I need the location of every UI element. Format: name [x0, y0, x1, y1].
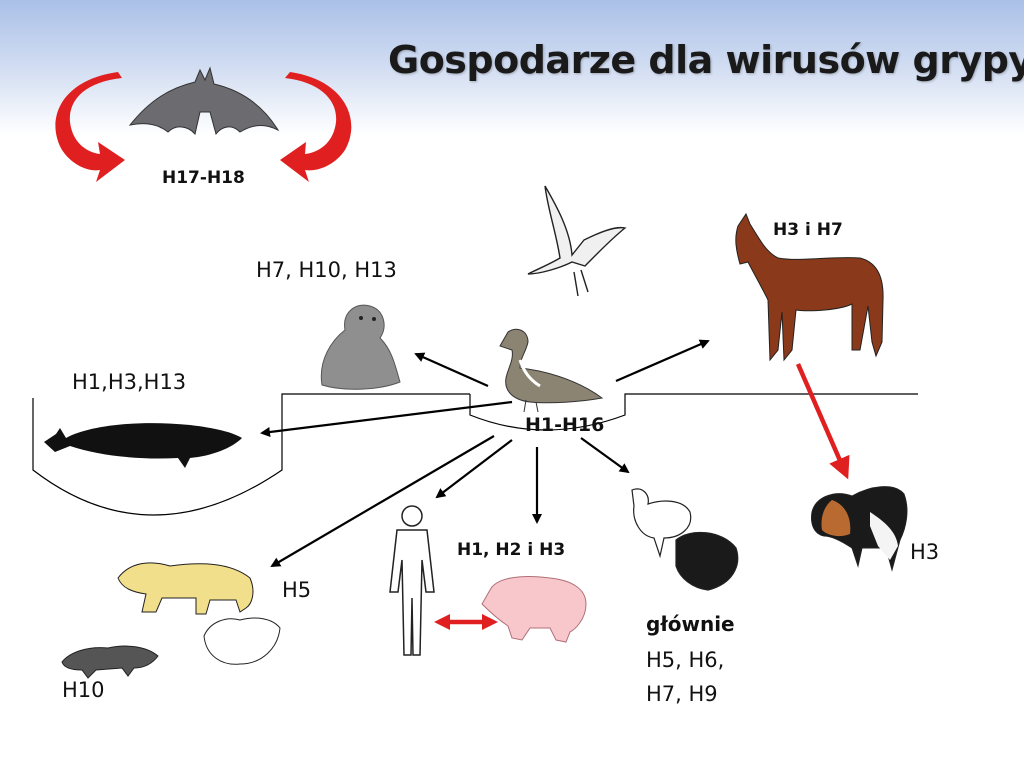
- horse-host-label: H3 i H7: [773, 220, 843, 240]
- bat-icon: [128, 66, 280, 136]
- ferret-icon: [61, 645, 159, 679]
- human-icon: [389, 505, 435, 656]
- poultry-host-label-line2: H7, H9: [646, 682, 718, 706]
- duck-host-label: H1-H16: [525, 414, 605, 436]
- dog-icon: [811, 486, 908, 572]
- cat-icon: [203, 617, 281, 665]
- red-arrows: [434, 363, 850, 630]
- poultry-host-label-title: głównie: [646, 612, 735, 636]
- seagull-icon: [527, 185, 627, 297]
- water-outline: [32, 393, 918, 516]
- poultry-host-label-line1: H5, H6,: [646, 648, 725, 672]
- dog-host-label: H3: [910, 540, 940, 564]
- bat-host-label: H17-H18: [162, 168, 245, 188]
- seal-host-label: H7, H10, H13: [256, 258, 397, 282]
- felid-host-label: H5: [282, 578, 312, 602]
- seal-icon: [320, 304, 401, 390]
- duck-icon: [499, 328, 604, 413]
- pig-icon: [481, 576, 587, 643]
- transmission-arrows: [260, 339, 710, 568]
- whale-host-label: H1,H3,H13: [72, 370, 187, 394]
- ferret-host-label: H10: [62, 678, 105, 702]
- pig-host-label: H1, H2 i H3: [457, 540, 566, 560]
- bat-cycle-arrows: [55, 72, 352, 182]
- horse-icon: [735, 212, 884, 362]
- whale-icon: [44, 423, 242, 468]
- leopard-icon: [117, 562, 254, 615]
- slide-title: Gospodarze dla wirusów grypy: [388, 38, 1024, 82]
- chicken-turkey-icon: [631, 488, 739, 591]
